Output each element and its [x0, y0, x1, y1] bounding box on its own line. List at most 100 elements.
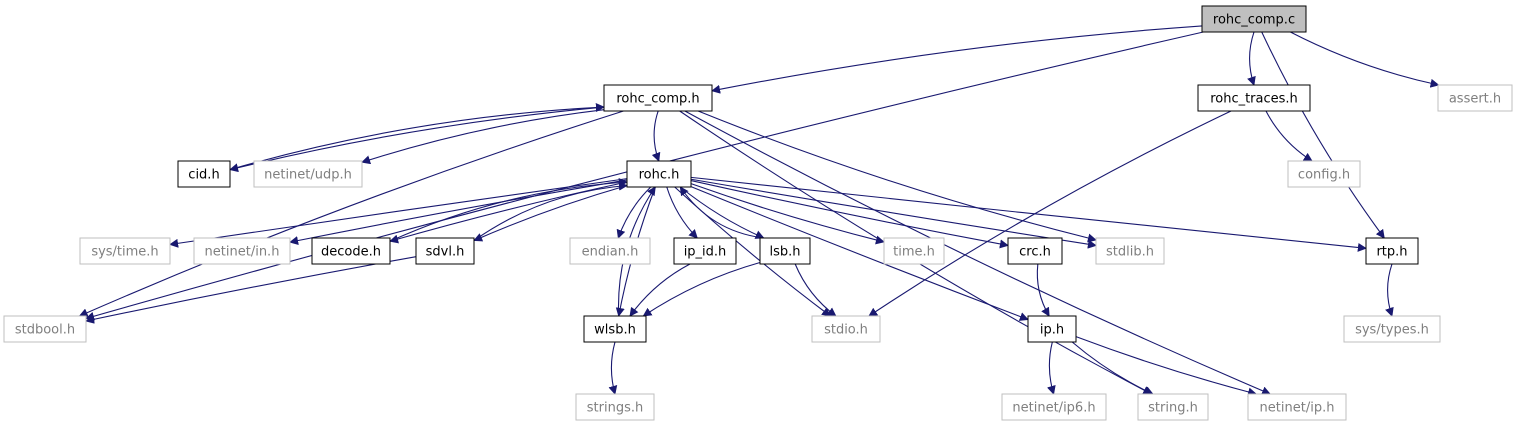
- node-label-crc_h: crc.h: [1019, 245, 1051, 260]
- edge-ip_h-to-netinet_ip_h: [1075, 336, 1258, 397]
- node-label-sys_time_h: sys/time.h: [91, 245, 158, 260]
- node-rtp_h[interactable]: rtp.h: [1365, 237, 1419, 265]
- edge-rtp_h-to-sys_types_h: [1385, 263, 1394, 317]
- node-netinet_ip_h: netinet/ip.h: [1247, 393, 1347, 421]
- edge-rohc_h-to-rtp_h: [690, 176, 1367, 252]
- edge-crc_h-to-ip_h: [1036, 263, 1050, 317]
- node-box-stdbool_h: [3, 315, 87, 343]
- edge-rohc_comp_h-to-netinet_udp_h: [361, 109, 605, 165]
- node-box-stdlib_h: [1095, 237, 1165, 265]
- node-sys_types_h: sys/types.h: [1343, 315, 1441, 343]
- node-label-assert_h: assert.h: [1449, 92, 1501, 107]
- node-ip_h[interactable]: ip.h: [1027, 315, 1077, 343]
- node-crc_h[interactable]: crc.h: [1007, 237, 1063, 265]
- node-box-sys_types_h: [1343, 315, 1441, 343]
- node-label-rohc_comp_h: rohc_comp.h: [616, 92, 699, 107]
- node-label-netinet_udp_h: netinet/udp.h: [264, 168, 352, 183]
- edge-rohc_comp_h-to-netinet_ip_h: [684, 110, 1271, 395]
- node-sys_time_h: sys/time.h: [79, 237, 171, 265]
- node-label-endian_h: endian.h: [582, 245, 639, 260]
- node-box-netinet_udp_h: [253, 160, 363, 188]
- node-cid_h[interactable]: cid.h: [177, 160, 231, 188]
- edge-rohc_comp_c-to-rtp_h: [1261, 31, 1385, 239]
- node-label-cid_h: cid.h: [188, 168, 219, 183]
- node-netinet_ip6_h: netinet/ip6.h: [1001, 393, 1107, 421]
- edge-rohc_h-to-decode_h: [389, 181, 628, 244]
- node-label-lsb_h: lsb.h: [769, 245, 800, 260]
- node-label-stdlib_h: stdlib.h: [1106, 245, 1154, 260]
- edge-lsb_h-to-rohc_h: [679, 186, 764, 239]
- edge-rohc_h-to-netinet_in_h: [289, 179, 628, 245]
- edge-rohc_comp_h-to-stdbool_h: [78, 110, 624, 317]
- node-box-rohc_comp_c: [1201, 5, 1307, 33]
- edge-rohc_h-to-ip_h: [690, 186, 1029, 321]
- node-netinet_in_h: netinet/in.h: [193, 237, 291, 265]
- node-box-stdio_h: [811, 315, 881, 343]
- node-box-assert_h: [1437, 84, 1513, 112]
- node-box-netinet_ip_h: [1247, 393, 1347, 421]
- edge-wlsb_h-to-strings_h: [608, 341, 618, 395]
- node-stdio_h: stdio.h: [811, 315, 881, 343]
- node-label-ip_h: ip.h: [1040, 323, 1064, 338]
- node-label-rtp_h: rtp.h: [1376, 245, 1407, 260]
- node-label-rohc_h: rohc.h: [639, 168, 680, 183]
- edge-rohc_h-to-time_h: [690, 183, 885, 245]
- node-label-sdvl_h: sdvl.h: [426, 245, 465, 260]
- edge-sdvl_h-to-stdbool_h: [85, 256, 417, 324]
- node-box-wlsb_h: [583, 315, 647, 343]
- node-box-string_h: [1137, 393, 1209, 421]
- node-sdvl_h[interactable]: sdvl.h: [415, 237, 475, 265]
- edge-lsb_h-to-wlsb_h: [642, 261, 761, 317]
- edge-lsb_h-to-stdio_h: [794, 263, 837, 317]
- node-label-rohc_traces_h: rohc_traces.h: [1210, 92, 1298, 107]
- node-box-sys_time_h: [79, 237, 171, 265]
- node-box-strings_h: [575, 393, 655, 421]
- node-string_h: string.h: [1137, 393, 1209, 421]
- node-box-netinet_ip6_h: [1001, 393, 1107, 421]
- node-rohc_comp_h[interactable]: rohc_comp.h: [603, 84, 713, 112]
- node-box-rtp_h: [1365, 237, 1419, 265]
- node-box-decode_h: [311, 237, 391, 265]
- edge-rohc_h-to-stdlib_h: [690, 178, 1097, 249]
- edge-rohc_h-to-crc_h: [690, 180, 1009, 249]
- edge-layer: [78, 25, 1440, 397]
- node-netinet_udp_h: netinet/udp.h: [253, 160, 363, 188]
- edge-cid_h-to-rohc_comp_h: [229, 102, 605, 171]
- node-label-stdio_h: stdio.h: [824, 323, 868, 338]
- edge-ip_h-to-string_h: [1071, 341, 1154, 395]
- node-decode_h[interactable]: decode.h: [311, 237, 391, 265]
- node-box-ip_h: [1027, 315, 1077, 343]
- node-box-endian_h: [569, 237, 651, 265]
- node-rohc_h[interactable]: rohc.h: [626, 160, 692, 188]
- node-box-config_h: [1287, 160, 1361, 188]
- node-label-netinet_in_h: netinet/in.h: [205, 245, 280, 260]
- node-box-rohc_comp_h: [603, 84, 713, 112]
- edge-rohc_comp_h-to-cid_h: [229, 106, 605, 173]
- node-box-ip_id_h: [673, 237, 737, 265]
- node-label-netinet_ip6_h: netinet/ip6.h: [1012, 401, 1095, 416]
- node-rohc_comp_c[interactable]: rohc_comp.c: [1201, 5, 1307, 33]
- edge-rohc_h-to-sdvl_h: [473, 184, 628, 242]
- node-box-cid_h: [177, 160, 231, 188]
- edge-sdvl_h-to-rohc_h: [473, 181, 628, 242]
- edge-rohc_h-to-ip_id_h: [666, 186, 698, 239]
- edge-rohc_comp_h-to-stdlib_h: [697, 110, 1097, 243]
- edge-rohc_comp_c-to-rohc_traces_h: [1247, 31, 1256, 86]
- node-label-wlsb_h: wlsb.h: [594, 323, 636, 338]
- node-label-sys_types_h: sys/types.h: [1355, 323, 1429, 338]
- edge-rohc_comp_c-to-assert_h: [1290, 31, 1440, 88]
- edge-rohc_comp_c-to-rohc_comp_h: [711, 25, 1203, 94]
- node-config_h: config.h: [1287, 160, 1361, 188]
- node-assert_h: assert.h: [1437, 84, 1513, 112]
- edge-rohc_h-to-sys_time_h: [169, 178, 628, 248]
- node-label-ip_id_h: ip_id.h: [684, 245, 727, 260]
- node-box-rohc_h: [626, 160, 692, 188]
- edge-rohc_comp_h-to-rohc_h: [651, 110, 661, 162]
- node-box-lsb_h: [759, 237, 811, 265]
- node-rohc_traces_h[interactable]: rohc_traces.h: [1197, 84, 1311, 112]
- node-wlsb_h[interactable]: wlsb.h: [583, 315, 647, 343]
- node-stdbool_h: stdbool.h: [3, 315, 87, 343]
- node-time_h: time.h: [883, 237, 945, 265]
- node-ip_id_h[interactable]: ip_id.h: [673, 237, 737, 265]
- node-lsb_h[interactable]: lsb.h: [759, 237, 811, 265]
